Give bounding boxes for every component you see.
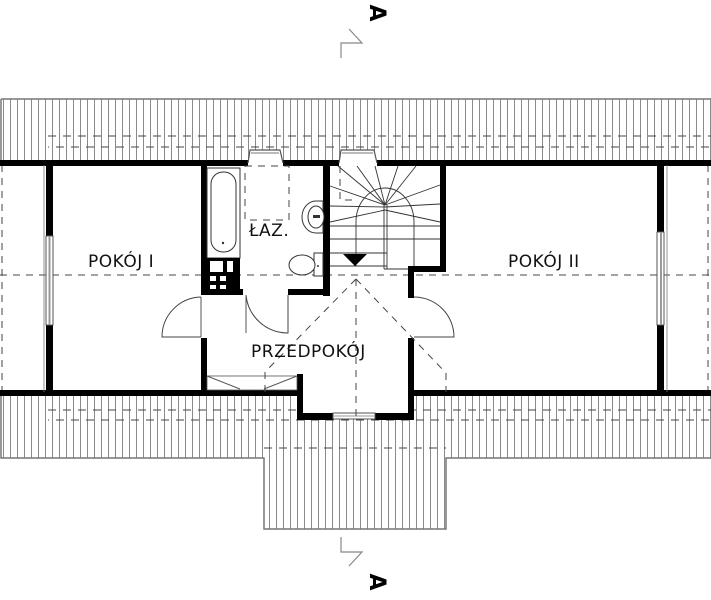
window-hall-bottom <box>332 412 376 420</box>
door-pokoj-2[interactable] <box>413 296 455 338</box>
section-marker-top: A <box>340 4 389 58</box>
toilet <box>288 252 324 277</box>
roof-bottom <box>0 394 711 530</box>
room-label-bathroom: ŁAZ. <box>248 221 289 241</box>
door-pokoj-1[interactable] <box>161 296 202 338</box>
closet-hall <box>206 375 298 391</box>
stair-direction-arrow-icon <box>343 254 367 266</box>
window-left <box>43 165 54 392</box>
section-label-bottom: A <box>364 573 389 590</box>
bathtub <box>206 167 241 259</box>
window-right <box>656 165 668 392</box>
room-label-pokoj-2: POKÓJ II <box>508 250 580 272</box>
cabinet-grid <box>207 258 240 292</box>
staircase <box>329 165 441 270</box>
washbasin <box>301 200 325 234</box>
section-marker-bottom: A <box>340 537 389 591</box>
roof-window-stairs <box>338 149 378 164</box>
hall-projection-lines <box>264 278 447 418</box>
bath-roof-window-outline <box>244 165 290 221</box>
roof-window-bathroom <box>247 149 284 164</box>
room-label-przedpokoj: PRZEDPOKÓJ <box>251 340 366 362</box>
door-bathroom[interactable] <box>245 294 289 334</box>
section-label-top: A <box>364 4 389 21</box>
room-label-pokoj-1: POKÓJ I <box>88 250 154 272</box>
